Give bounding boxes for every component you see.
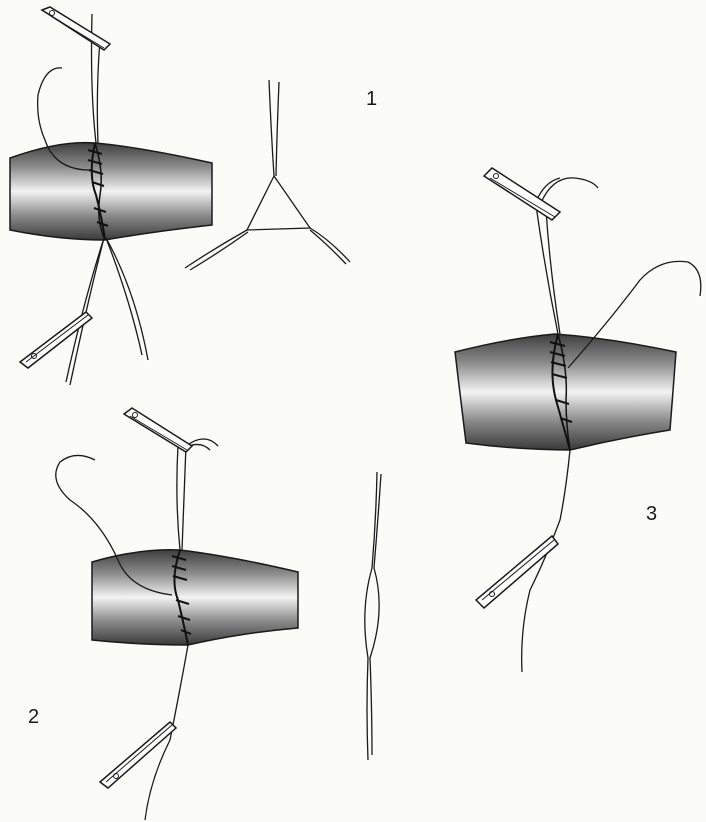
step-label-2: 2 [28, 706, 39, 729]
suture-loop-3a [540, 178, 598, 205]
suture-thread-1f [106, 238, 142, 355]
figure-3 [455, 168, 701, 672]
clamp-icon-3-top [484, 168, 560, 220]
figure-1 [10, 7, 350, 385]
vessel-2 [92, 550, 298, 645]
step-label-1: 1 [366, 88, 377, 111]
figure-2 [56, 408, 381, 820]
suture-thread-3b [546, 210, 560, 334]
clamp-icon-2-top [124, 408, 192, 452]
step-label-3: 3 [646, 503, 657, 526]
suture-thread-1c [70, 238, 104, 385]
clamp-icon-1-top [42, 7, 110, 50]
vessel-1 [10, 143, 212, 240]
clamp-icon-3-bottom [476, 536, 558, 608]
suture-thread-1b [97, 40, 100, 143]
suture-thread-2a [177, 445, 180, 550]
clamp-icon-1-bottom [20, 312, 92, 368]
suture-thread-2b [182, 445, 186, 550]
clamp-icon-2-bottom [100, 722, 176, 788]
lens-schematic [365, 472, 381, 760]
